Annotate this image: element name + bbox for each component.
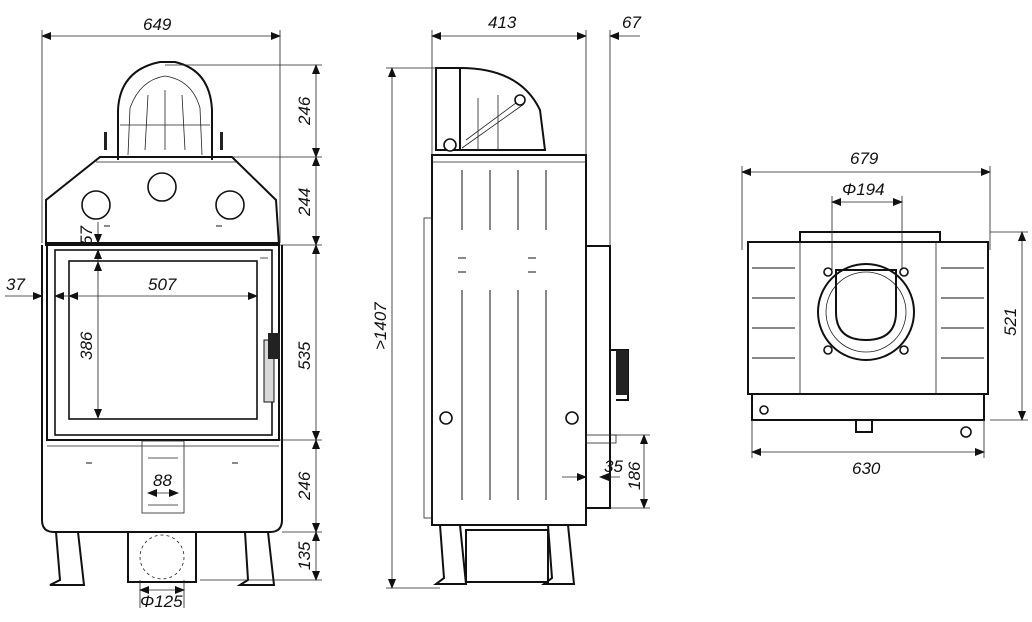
dim-leg-height: 135 — [295, 541, 314, 570]
dim-overall-height: >1407 — [371, 302, 390, 350]
dim-handle-offset: 35 — [604, 457, 623, 476]
front-dimensions: 649 246 244 535 246 135 57 37 507 386 — [5, 15, 322, 611]
dim-side-depth: 413 — [488, 13, 517, 32]
dim-side-frame: 37 — [6, 275, 25, 294]
dim-front-width: 649 — [143, 15, 172, 34]
plan-ribs — [752, 267, 984, 359]
plan-view — [747, 231, 989, 438]
dim-plan-outer-width: 679 — [850, 149, 879, 168]
dim-side-offset: 67 — [622, 13, 641, 32]
dim-upper-section: 244 — [295, 188, 314, 217]
dim-top-outlet: 246 — [295, 96, 314, 126]
dim-lower-section: 246 — [295, 471, 314, 501]
plan-dimensions: 679 Φ194 521 630 — [741, 149, 1028, 478]
dim-air-inlet: 88 — [153, 471, 172, 490]
dim-glass-height: 386 — [77, 331, 96, 360]
front-view — [41, 61, 283, 586]
side-dimensions: 413 67 >1407 35 186 — [371, 13, 650, 589]
dim-plan-inner-width: 630 — [852, 459, 881, 478]
dim-door-height: 535 — [295, 341, 314, 370]
dim-bottom-duct: Φ125 — [140, 592, 183, 611]
dim-glass-width: 507 — [148, 275, 177, 294]
dim-plan-depth: 521 — [1001, 308, 1020, 336]
dim-handle-height: 186 — [625, 461, 644, 490]
dim-frame-gap: 57 — [77, 226, 96, 245]
side-view — [423, 67, 629, 585]
dim-plan-flue: Φ194 — [842, 180, 885, 199]
side-ribs — [458, 170, 547, 500]
